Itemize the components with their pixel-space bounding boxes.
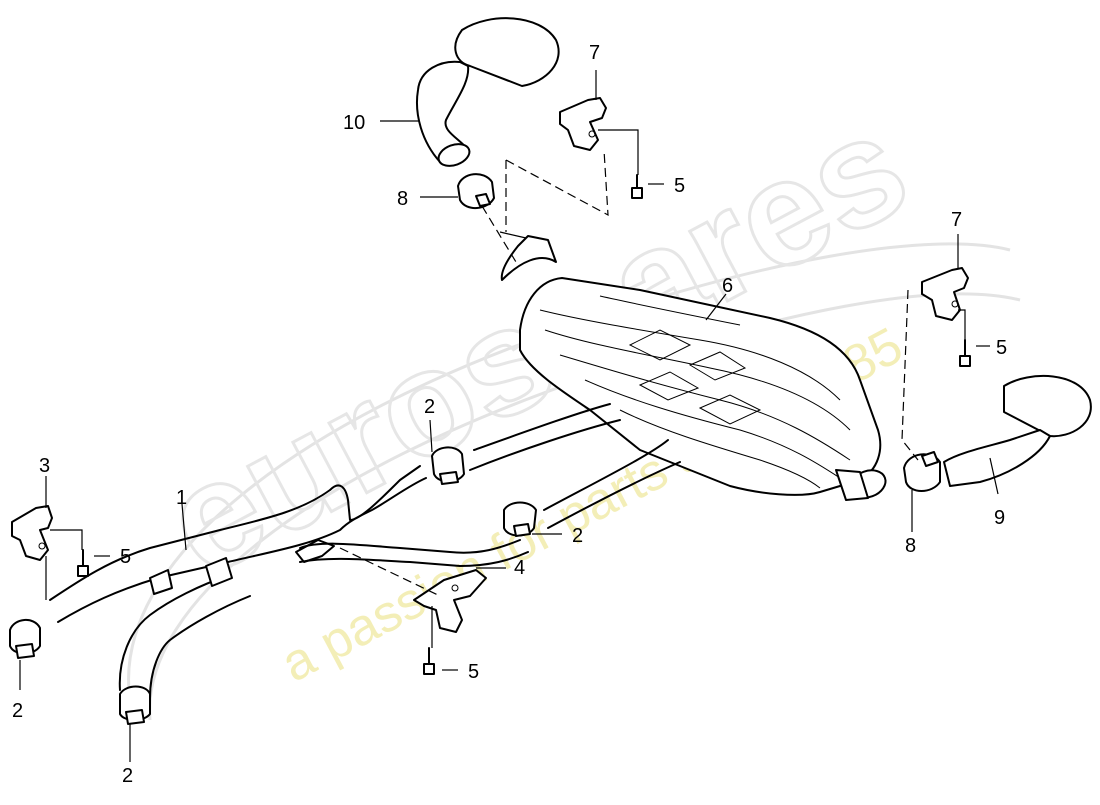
clamp-pipe-upper [431,446,465,485]
callout-8-upper: 8 [397,188,408,210]
callout-2-upper: 2 [424,396,435,418]
callout-10: 10 [343,112,365,134]
bracket-right [921,267,969,321]
callout-labels: 10 7 5 8 6 7 5 9 8 2 2 1 3 5 4 5 2 2 [12,42,1007,787]
clamp-left [9,619,41,659]
callout-5-left: 5 [120,546,131,568]
callout-5-right: 5 [996,337,1007,359]
bolt-right [959,339,971,367]
callout-2-bottom: 2 [122,765,133,787]
callout-1: 1 [176,487,187,509]
clamp-right [903,451,941,492]
clamp-bottom-left [119,685,151,725]
bracket-lower [413,569,487,633]
callout-2-middle: 2 [572,525,583,547]
callout-7-upper: 7 [589,42,600,64]
callout-5-upper: 5 [674,175,685,197]
clamp-upper [457,173,495,209]
bolt-upper [631,174,643,199]
callout-5-lower: 5 [468,661,479,683]
callout-4: 4 [514,557,525,579]
tailpipe-tip-right [943,375,1092,487]
bolt-left [77,549,89,577]
callout-2-left: 2 [12,700,23,722]
tailpipe-tip-upper [416,17,560,167]
bracket-upper [559,97,607,151]
callout-7-right: 7 [951,209,962,231]
bracket-left [11,505,53,561]
leader-lines [19,70,999,762]
callout-6: 6 [722,275,733,297]
callout-8-right: 8 [905,535,916,557]
bolt-lower [423,647,435,675]
callout-3: 3 [39,455,50,477]
front-pipe [49,403,681,699]
callout-9: 9 [994,507,1005,529]
clamp-pipe-middle [503,501,537,537]
rear-silencer [500,235,887,501]
